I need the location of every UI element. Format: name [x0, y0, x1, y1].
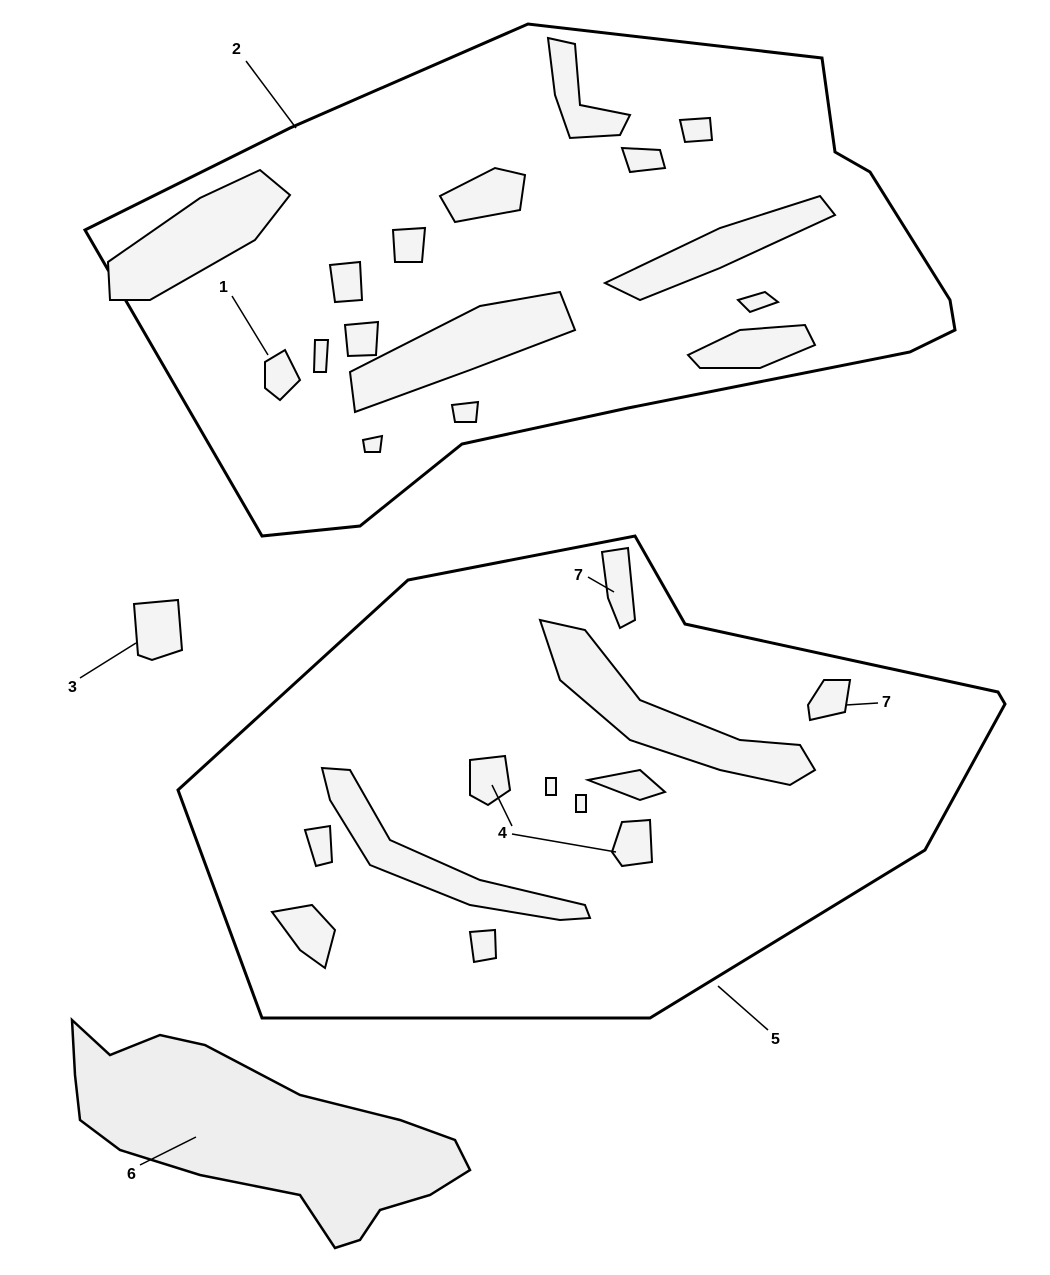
lower-parts — [270, 546, 852, 970]
center-rail-part — [348, 290, 577, 414]
bottom-clip-part — [468, 928, 498, 964]
callout-7-upper: 7 — [574, 567, 583, 584]
part-4-right — [610, 818, 654, 868]
callout-3: 3 — [68, 679, 77, 696]
part-7-right — [806, 679, 852, 722]
callout-4: 4 — [498, 825, 507, 842]
clip-part-c — [343, 320, 380, 358]
left-bracket-part — [270, 903, 337, 970]
small-bolt-part — [361, 434, 384, 453]
front-crossmember-part — [320, 766, 592, 922]
callout-1: 1 — [219, 279, 228, 296]
rear-crossmember-part — [538, 618, 817, 787]
upper-group-outline — [82, 22, 957, 538]
plate-part — [686, 323, 817, 369]
clip-part-a — [328, 260, 364, 304]
upper-parts — [106, 36, 837, 453]
small-bracket-b — [678, 116, 714, 144]
callout-2: 2 — [232, 41, 241, 58]
callout-5: 5 — [771, 1031, 780, 1048]
bushing-1 — [545, 777, 557, 796]
bushing-2 — [575, 794, 587, 813]
part-7-upper — [600, 546, 637, 630]
part-3-bracket — [132, 598, 184, 662]
gasket-part-1 — [264, 348, 302, 402]
callout-7-right: 7 — [882, 694, 891, 711]
leader-lines — [79, 60, 879, 1166]
right-rail-part — [602, 194, 837, 302]
upper-bracket-part — [438, 166, 527, 224]
left-clip-part — [303, 824, 334, 868]
lower-group-outline — [176, 534, 1007, 1020]
part-4-left — [469, 754, 512, 807]
top-pillar-part — [546, 36, 632, 140]
small-bracket-c — [736, 290, 781, 314]
small-bracket-a — [620, 146, 667, 174]
clip-part-d — [312, 339, 330, 373]
clip-part-b — [391, 226, 427, 263]
left-rail-part — [106, 168, 292, 301]
callout-6: 6 — [127, 1166, 136, 1183]
part-6-subframe — [70, 1016, 472, 1250]
small-bracket-d — [450, 400, 480, 423]
center-bracket-part — [584, 768, 667, 802]
